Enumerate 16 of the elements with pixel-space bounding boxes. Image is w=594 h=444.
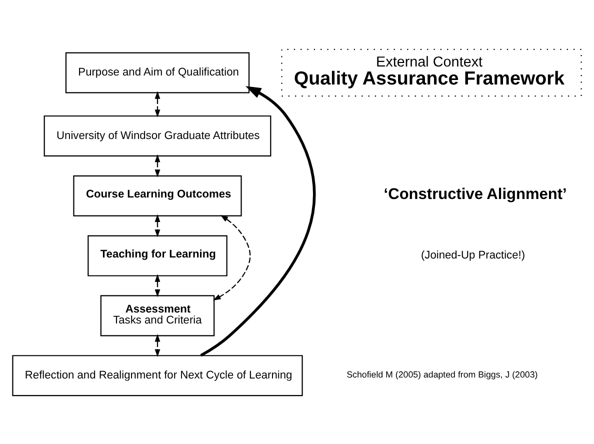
node-box: Purpose and Aim of Qualification — [65, 52, 250, 93]
node-box: University of Windsor Graduate Attributes — [44, 114, 272, 156]
arrow — [154, 154, 160, 177]
arrow — [212, 214, 251, 300]
arrow — [154, 214, 160, 237]
node-box: Teaching for Learning — [88, 234, 228, 276]
node-box: External Context Quality Assurance Framework — [281, 48, 582, 96]
node-box: Reflection and Realignment for Next Cycle of Learning — [12, 354, 303, 396]
arrow — [154, 274, 160, 297]
node-box: Course Learning Outcomes — [73, 174, 242, 216]
label: Schofield M (2005) adapted from Biggs, J (2003) — [346, 369, 538, 380]
label: (Joined-Up Practice!) — [420, 249, 526, 262]
node-box: Assessment Tasks and Criteria — [100, 294, 215, 336]
arrow — [154, 334, 160, 357]
arrow — [154, 90, 160, 117]
label: ‘Constructive Alignment’ — [384, 185, 567, 202]
